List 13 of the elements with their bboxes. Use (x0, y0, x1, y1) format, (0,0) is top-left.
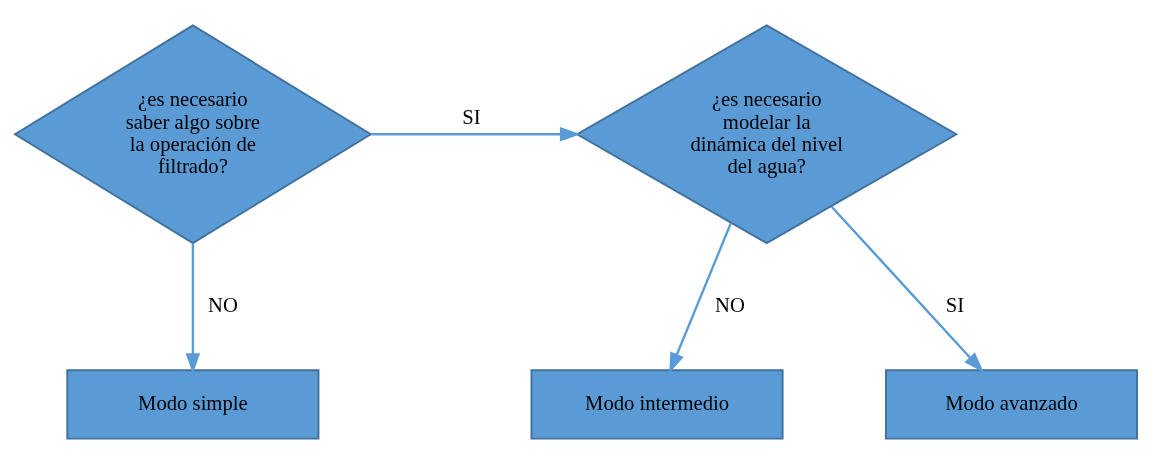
node-diamond: ¿es necesario modelar la dinámica del nivel del agua? (575, 24, 959, 245)
node-box: Modo simple (66, 369, 320, 440)
arrow (185, 243, 201, 374)
arrow (830, 205, 984, 373)
node-box: Modo intermedio (530, 369, 784, 440)
edge-label: NO (207, 294, 238, 317)
node-diamond: ¿es necesario saber algo sobre la operación de filtrado? (13, 24, 373, 245)
arrow (669, 222, 732, 374)
arrow (371, 127, 581, 142)
edge-label: SI (945, 294, 965, 317)
node-box: Modo avanzado (884, 369, 1139, 440)
edge-label: SI (462, 105, 481, 128)
edge-label: NO (715, 294, 745, 317)
